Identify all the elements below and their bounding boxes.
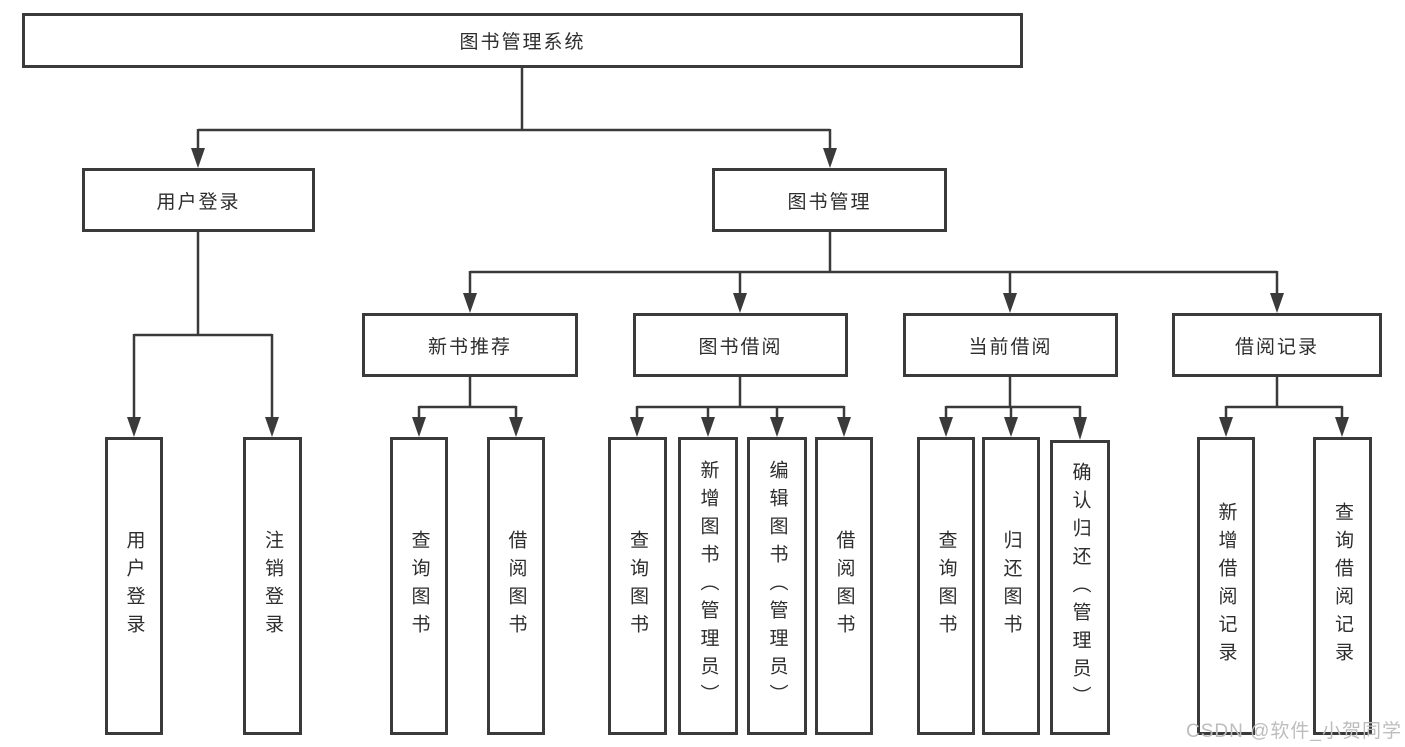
leaf-edit-books-admin: 编辑图书（管理员） bbox=[747, 437, 807, 735]
node-label: 归还图书 bbox=[1000, 530, 1022, 642]
node-current-borrowing: 当前借阅 bbox=[903, 313, 1118, 377]
node-label: 图书管理系统 bbox=[459, 32, 586, 53]
node-borrowing-records: 借阅记录 bbox=[1172, 313, 1382, 377]
node-label: 图书管理 bbox=[787, 191, 872, 213]
node-label: 注销登录 bbox=[262, 530, 283, 642]
node-label: 新增图书（管理员） bbox=[697, 460, 719, 712]
arrowhead-icons bbox=[127, 148, 1349, 440]
leaf-add-books-admin: 新增图书（管理员） bbox=[678, 437, 738, 735]
node-book-management: 图书管理 bbox=[712, 168, 947, 232]
node-label: 当前借阅 bbox=[968, 336, 1053, 358]
leaf-query-books-borrow: 查询图书 bbox=[608, 437, 667, 735]
node-label: 编辑图书（管理员） bbox=[766, 460, 788, 712]
node-label: 借阅图书 bbox=[505, 530, 527, 642]
leaf-query-books-newrec: 查询图书 bbox=[390, 437, 448, 735]
node-book-borrowing: 图书借阅 bbox=[633, 313, 848, 377]
node-label: 用户登录 bbox=[156, 191, 241, 213]
node-label: 新增借阅记录 bbox=[1215, 502, 1237, 670]
leaf-add-borrow-record: 新增借阅记录 bbox=[1197, 437, 1255, 735]
node-label: 查询图书 bbox=[408, 530, 430, 642]
node-label: 新书推荐 bbox=[427, 336, 512, 358]
node-user-login: 用户登录 bbox=[82, 168, 315, 232]
node-new-book-recommendation: 新书推荐 bbox=[362, 313, 578, 377]
node-label: 查询借阅记录 bbox=[1332, 502, 1353, 670]
node-label: 查询图书 bbox=[627, 530, 648, 642]
node-label: 借阅记录 bbox=[1234, 336, 1319, 358]
leaf-borrow-books-newrec: 借阅图书 bbox=[487, 437, 545, 735]
node-label: 图书借阅 bbox=[698, 336, 783, 358]
node-label: 查询图书 bbox=[935, 530, 957, 642]
leaf-logout: 注销登录 bbox=[243, 437, 302, 735]
node-label: 用户登录 bbox=[123, 530, 145, 642]
watermark: CSDN @软件_小贺同学 bbox=[1186, 721, 1402, 742]
leaf-return-books: 归还图书 bbox=[982, 437, 1040, 735]
leaf-query-books-current: 查询图书 bbox=[917, 437, 975, 735]
node-label: 确认归还（管理员） bbox=[1069, 461, 1091, 714]
node-label: 借阅图书 bbox=[833, 530, 855, 642]
node-library-management-system: 图书管理系统 bbox=[22, 13, 1023, 68]
leaf-query-borrow-record: 查询借阅记录 bbox=[1313, 437, 1372, 735]
leaf-confirm-return-admin: 确认归还（管理员） bbox=[1050, 440, 1110, 735]
leaf-borrow-books: 借阅图书 bbox=[815, 437, 873, 735]
leaf-user-login: 用户登录 bbox=[105, 437, 163, 735]
